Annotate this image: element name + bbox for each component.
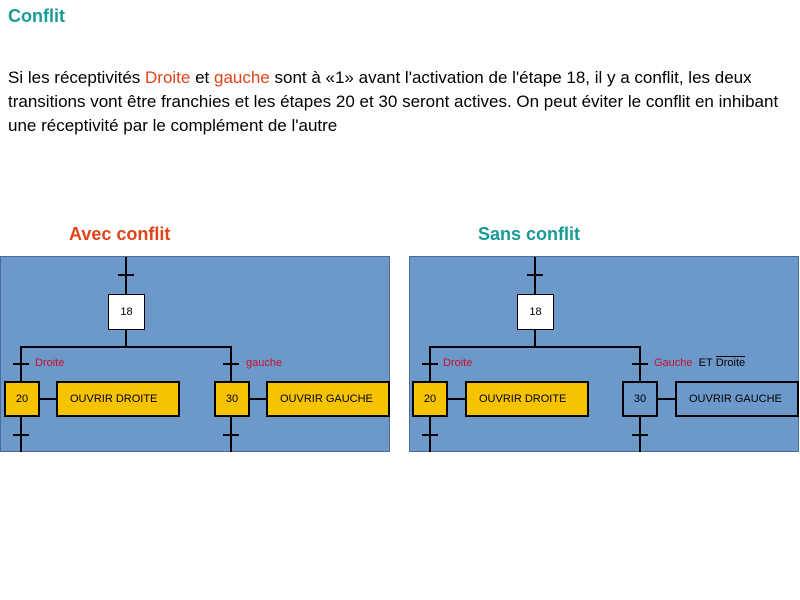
grafcet-avec-conflit: 18 Droite 20 OUVRIR DROITE gauche 30 OUV… bbox=[0, 256, 390, 452]
link-top bbox=[534, 257, 536, 295]
transition-gauche-et-non-droite bbox=[632, 363, 648, 365]
step-30: 30 bbox=[214, 381, 250, 417]
action-ouvrir-gauche: OUVRIR GAUCHE bbox=[266, 381, 390, 417]
transition-30-out bbox=[632, 434, 648, 436]
step-18: 18 bbox=[517, 294, 554, 330]
explanation-paragraph: Si les réceptivités Droite et gauche son… bbox=[8, 66, 788, 138]
grafcet-sans-conflit: 18 Droite 20 OUVRIR DROITE Gauche ET Dro… bbox=[409, 256, 799, 452]
and-operator: ET bbox=[698, 357, 713, 369]
receptivity-gauche: gauche bbox=[246, 357, 283, 369]
step20-action-link bbox=[448, 398, 465, 400]
action-ouvrir-droite: OUVRIR DROITE bbox=[56, 381, 180, 417]
receptivity-droite: Droite bbox=[443, 357, 473, 369]
caption-sans-conflit: Sans conflit bbox=[478, 224, 581, 244]
caption-avec-conflit: Avec conflit bbox=[69, 224, 171, 244]
transition-top bbox=[118, 274, 134, 276]
link-top bbox=[125, 257, 127, 295]
receptivity-droite: Droite bbox=[35, 357, 65, 369]
step30-action-link bbox=[658, 398, 675, 400]
receptivity-gauche: Gauche bbox=[654, 357, 693, 369]
step-18: 18 bbox=[108, 294, 145, 330]
transition-droite bbox=[13, 363, 29, 365]
transition-30-out bbox=[223, 434, 239, 436]
step20-action-link bbox=[40, 398, 56, 400]
action-ouvrir-gauche: OUVRIR GAUCHE bbox=[675, 381, 799, 417]
step-20: 20 bbox=[4, 381, 40, 417]
divergence-bar bbox=[429, 346, 641, 348]
divergence-bar bbox=[20, 346, 232, 348]
action-ouvrir-droite: OUVRIR DROITE bbox=[465, 381, 589, 417]
transition-20-out bbox=[422, 434, 438, 436]
para-text-1: Si les réceptivités bbox=[8, 68, 145, 87]
highlight-droite: Droite bbox=[145, 68, 191, 87]
step-30: 30 bbox=[622, 381, 658, 417]
step30-action-link bbox=[250, 398, 266, 400]
step-20: 20 bbox=[412, 381, 448, 417]
transition-gauche bbox=[223, 363, 239, 365]
transition-20-out bbox=[13, 434, 29, 436]
transition-top bbox=[527, 274, 543, 276]
highlight-gauche: gauche bbox=[213, 68, 270, 87]
para-text-3: sont à «1» avant l'activation de l'étape… bbox=[8, 68, 779, 135]
negated-droite: Droite bbox=[715, 356, 746, 369]
receptivity-gauche-et-non-droite: Gauche ET Droite bbox=[654, 356, 746, 369]
para-text-2: et bbox=[190, 68, 214, 87]
transition-droite bbox=[422, 363, 438, 365]
link-18-down bbox=[534, 330, 536, 347]
slide-title: Conflit bbox=[8, 6, 65, 26]
link-18-down bbox=[125, 330, 127, 347]
